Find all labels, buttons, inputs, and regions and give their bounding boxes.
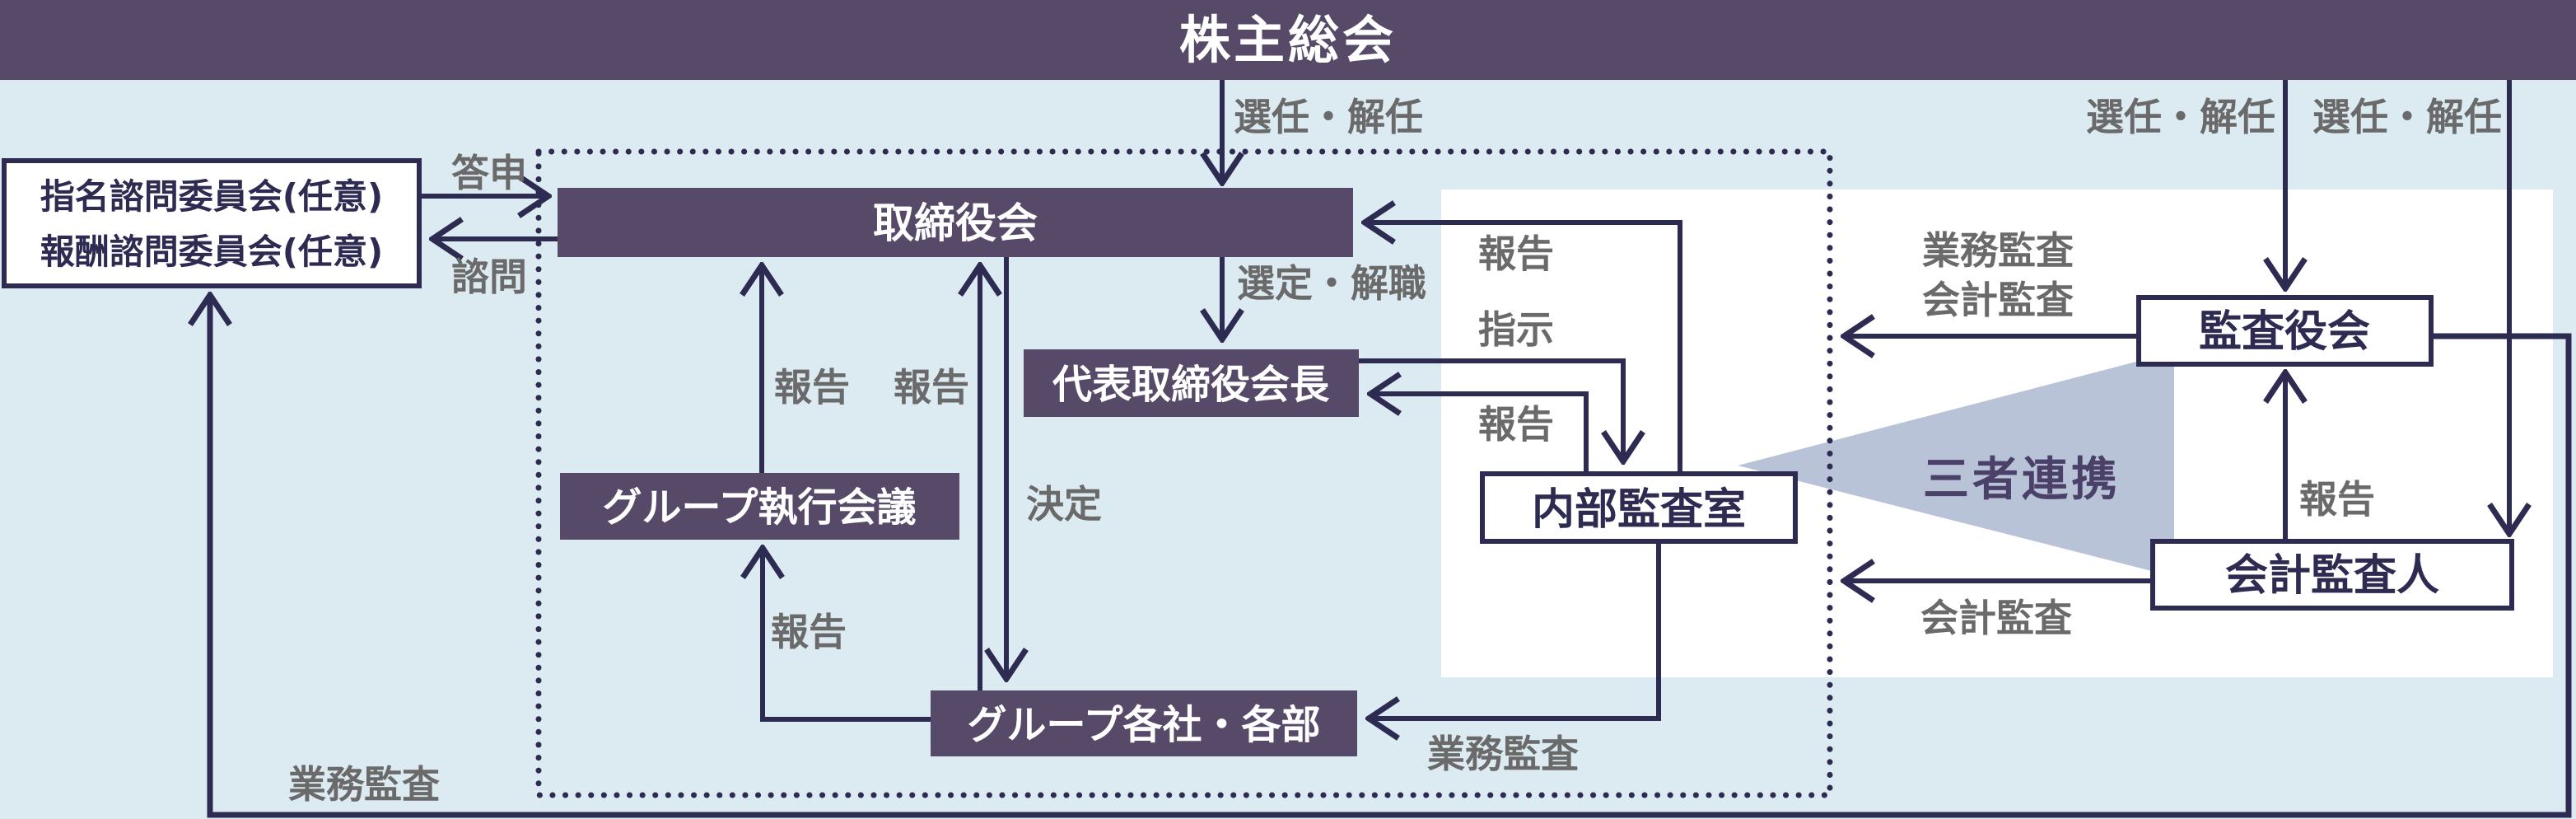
label-appoint-dismiss-center: 選任・解任 [1234, 95, 1423, 139]
label-ops-audit-bottom: 業務監査 [288, 762, 440, 807]
internal-audit-box [1480, 471, 1798, 544]
chairman-box [1024, 349, 1359, 417]
edge-internal-audit-report-to-board [1365, 222, 1682, 474]
group-exec-label: グループ執行会議 [602, 484, 916, 531]
label-report-internal-to-chairman: 報告 [1478, 402, 1554, 447]
internal-audit-label: 内部監査室 [1532, 485, 1746, 535]
group-companies-label: グループ各社・各部 [967, 702, 1320, 748]
accounting-auditor-label: 会計監査人 [2225, 551, 2439, 601]
label-report-to-exec: 報告 [771, 610, 847, 654]
accounting-auditor-box [2150, 539, 2514, 611]
label-report-auditor-to-audit-board: 報告 [2299, 477, 2375, 522]
edge-audit-board-ops-audit-to-advisory [210, 295, 2572, 818]
shareholders-bar [0, 0, 2576, 80]
audit-board-box [2136, 295, 2434, 367]
collaboration-label: 三者連携 [1923, 453, 2121, 507]
execution-dotted-frame [535, 148, 1833, 798]
label-ops-audit-companies: 業務監査 [1427, 732, 1579, 776]
group-exec-box [560, 473, 959, 540]
label-instruct: 指示 [1478, 307, 1554, 352]
edge-companies-report-to-exec [763, 548, 931, 722]
label-ops-audit-audit-board: 業務監査 [1922, 228, 2074, 273]
label-report-internal-to-board: 報告 [1478, 232, 1554, 276]
label-answer: 答申 [451, 151, 527, 195]
edge-chairman-instruct-internal-audit [1359, 358, 1623, 461]
label-report-companies: 報告 [894, 365, 969, 410]
group-companies-box [931, 690, 1357, 756]
edge-internal-audit-ops-audit-companies [1369, 541, 1661, 718]
label-consult: 諮問 [451, 255, 527, 299]
label-appoint-dismiss-accounting: 選任・解任 [2312, 95, 2502, 139]
advisory-label-line1: 指名諮問委員会(任意) [40, 176, 383, 217]
board-box [558, 188, 1353, 257]
audit-board-label: 監査役会 [2199, 307, 2370, 357]
advisory-label-line2: 報酬諮問委員会(任意) [40, 232, 383, 272]
shareholders-label: 株主総会 [1179, 10, 1397, 70]
label-appoint-dismiss-audit-board: 選任・解任 [2086, 95, 2275, 139]
label-report-exec: 報告 [774, 365, 850, 410]
label-select-remove: 選定・解職 [1237, 261, 1426, 306]
chairman-label: 代表取締役会長 [1052, 362, 1330, 408]
edge-internal-audit-report-to-chairman [1370, 394, 1589, 474]
advisory-committees-box [2, 158, 422, 288]
three-party-triangle [1738, 352, 2174, 577]
board-label: 取締役会 [873, 199, 1038, 247]
label-acct-audit-auditor: 会計監査 [1920, 596, 2072, 640]
label-decide: 決定 [1026, 482, 1102, 526]
label-acct-audit-audit-board: 会計監査 [1922, 278, 2074, 322]
